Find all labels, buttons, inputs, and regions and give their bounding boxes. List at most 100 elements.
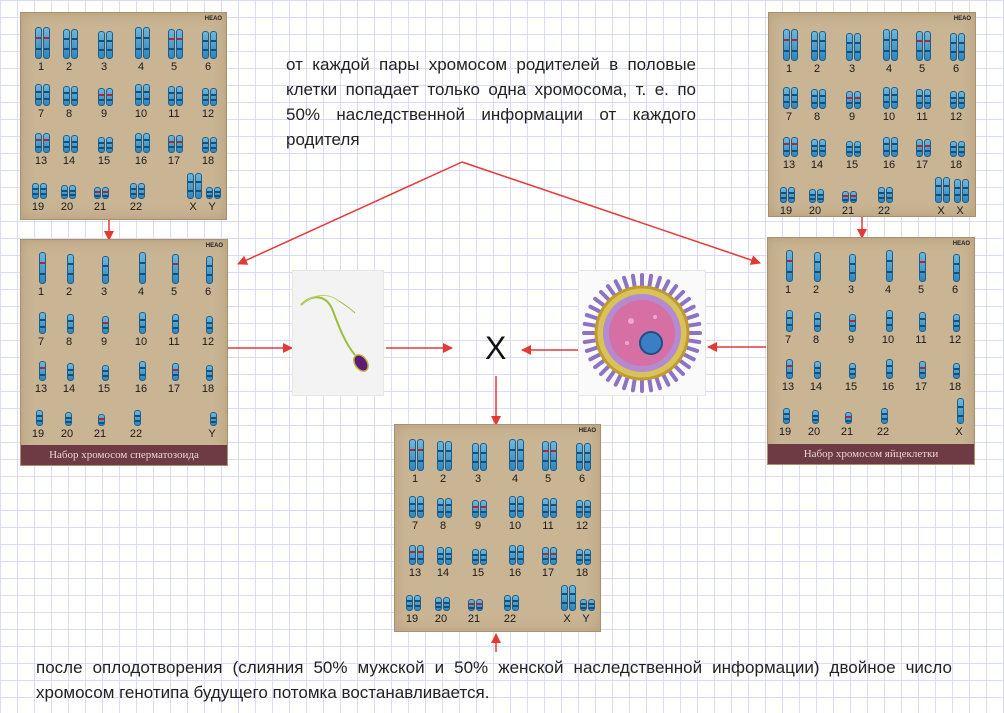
chromosome (63, 86, 70, 106)
chromosome (106, 88, 113, 106)
chromosome-label: 11 (168, 336, 180, 348)
chromosome-label: 17 (915, 159, 929, 171)
chromosome (71, 29, 78, 59)
chromosome-label: 12 (201, 336, 215, 348)
chromosome (550, 498, 557, 518)
chromosome-label: 13 (781, 381, 795, 393)
chromosome-label: 5 (544, 473, 552, 485)
chromosome-label: 14 (436, 567, 450, 579)
chromosome-label: 1 (785, 63, 793, 75)
chromosome (98, 137, 105, 153)
chromosome-label: 15 (845, 159, 859, 171)
chromosome (814, 312, 821, 332)
chromosome-label: 8 (812, 334, 820, 346)
chromosome-label: 22 (129, 201, 143, 213)
chromosome (517, 496, 524, 518)
chromosome (176, 135, 183, 153)
chromosome-label: 21 (840, 426, 854, 438)
chromosome (819, 139, 826, 157)
chromosome (814, 361, 821, 379)
chromosome-label: 20 (434, 613, 448, 625)
chromosome (437, 547, 444, 565)
chromosome (409, 496, 416, 518)
chromosome (206, 365, 213, 381)
chromosome (65, 412, 72, 426)
chromosome (187, 173, 194, 199)
chromosome-label: 4 (511, 473, 519, 485)
chromosome (817, 189, 824, 203)
chromosome-label: 9 (100, 336, 108, 348)
chromosome-label: 3 (847, 284, 855, 296)
chromosome (576, 500, 583, 518)
chromosome-label: 11 (168, 108, 180, 120)
chromosome (958, 141, 965, 157)
fusion-x: X (485, 330, 507, 366)
chromosome (417, 545, 424, 565)
chromosome-label: 16 (134, 155, 148, 167)
chromosome (130, 183, 137, 199)
chromosome-label: 20 (60, 201, 74, 213)
chromosome (886, 359, 893, 379)
chromosome (102, 316, 109, 334)
chromosome (210, 31, 217, 59)
chromosome (811, 31, 818, 61)
chromosome-label: 4 (137, 61, 145, 73)
chromosome-label: 17 (914, 381, 928, 393)
chromosome-label: 8 (65, 108, 73, 120)
chromosome (106, 31, 113, 59)
chromosome-label: 17 (541, 567, 555, 579)
chromosome-label: 14 (62, 155, 76, 167)
panel-badge: НЕАО (204, 16, 222, 22)
chromosome-label: 14 (810, 159, 824, 171)
chromosome (588, 599, 595, 611)
chromosome (783, 29, 790, 61)
chromosome-label: 9 (848, 111, 856, 123)
chromosome (561, 585, 568, 611)
chromosome-label: 19 (31, 428, 45, 440)
chromosome-label: 12 (948, 334, 962, 346)
chromosome (878, 187, 885, 203)
sperm-caption: Набор хромосом сперматозоида (21, 445, 227, 465)
chromosome (812, 410, 819, 424)
chromosome (786, 359, 793, 379)
chromosome-label: 21 (841, 205, 855, 217)
chromosome (846, 141, 853, 157)
chromosome (409, 545, 416, 565)
chromosome-label: X (956, 205, 964, 217)
chromosome (953, 314, 960, 332)
chromosome (35, 27, 42, 59)
chromosome (445, 498, 452, 518)
chromosome (854, 91, 861, 109)
chromosome-label: X (563, 613, 571, 625)
chromosome-label: 18 (948, 381, 962, 393)
chromosome (783, 87, 790, 109)
chromosome (176, 29, 183, 59)
chromosome (480, 549, 487, 565)
chromosome-label: 10 (508, 520, 522, 532)
chromosome-label: 20 (60, 428, 74, 440)
chromosome (63, 29, 70, 59)
bottom-explanation: после оплодотворения (слияния 50% мужско… (36, 658, 952, 702)
chromosome-label: 9 (100, 108, 108, 120)
chromosome (811, 89, 818, 109)
chromosome (414, 595, 421, 611)
chromosome (472, 500, 479, 518)
chromosome (950, 33, 957, 61)
chromosome (916, 89, 923, 109)
chromosome-label: 22 (877, 205, 891, 217)
chromosome-label: 1 (37, 61, 45, 73)
chromosome-label: 21 (93, 428, 107, 440)
chromosome-label: 16 (882, 159, 896, 171)
chromosome (67, 254, 74, 284)
chromosome (138, 183, 145, 199)
chromosome-label: 1 (411, 473, 419, 485)
chromosome (139, 361, 146, 381)
chromosome (962, 179, 969, 203)
chromosome-label: 8 (65, 336, 73, 348)
chromosome (891, 29, 898, 61)
chromosome (417, 496, 424, 518)
chromosome (791, 87, 798, 109)
chromosome-label: 9 (847, 334, 855, 346)
